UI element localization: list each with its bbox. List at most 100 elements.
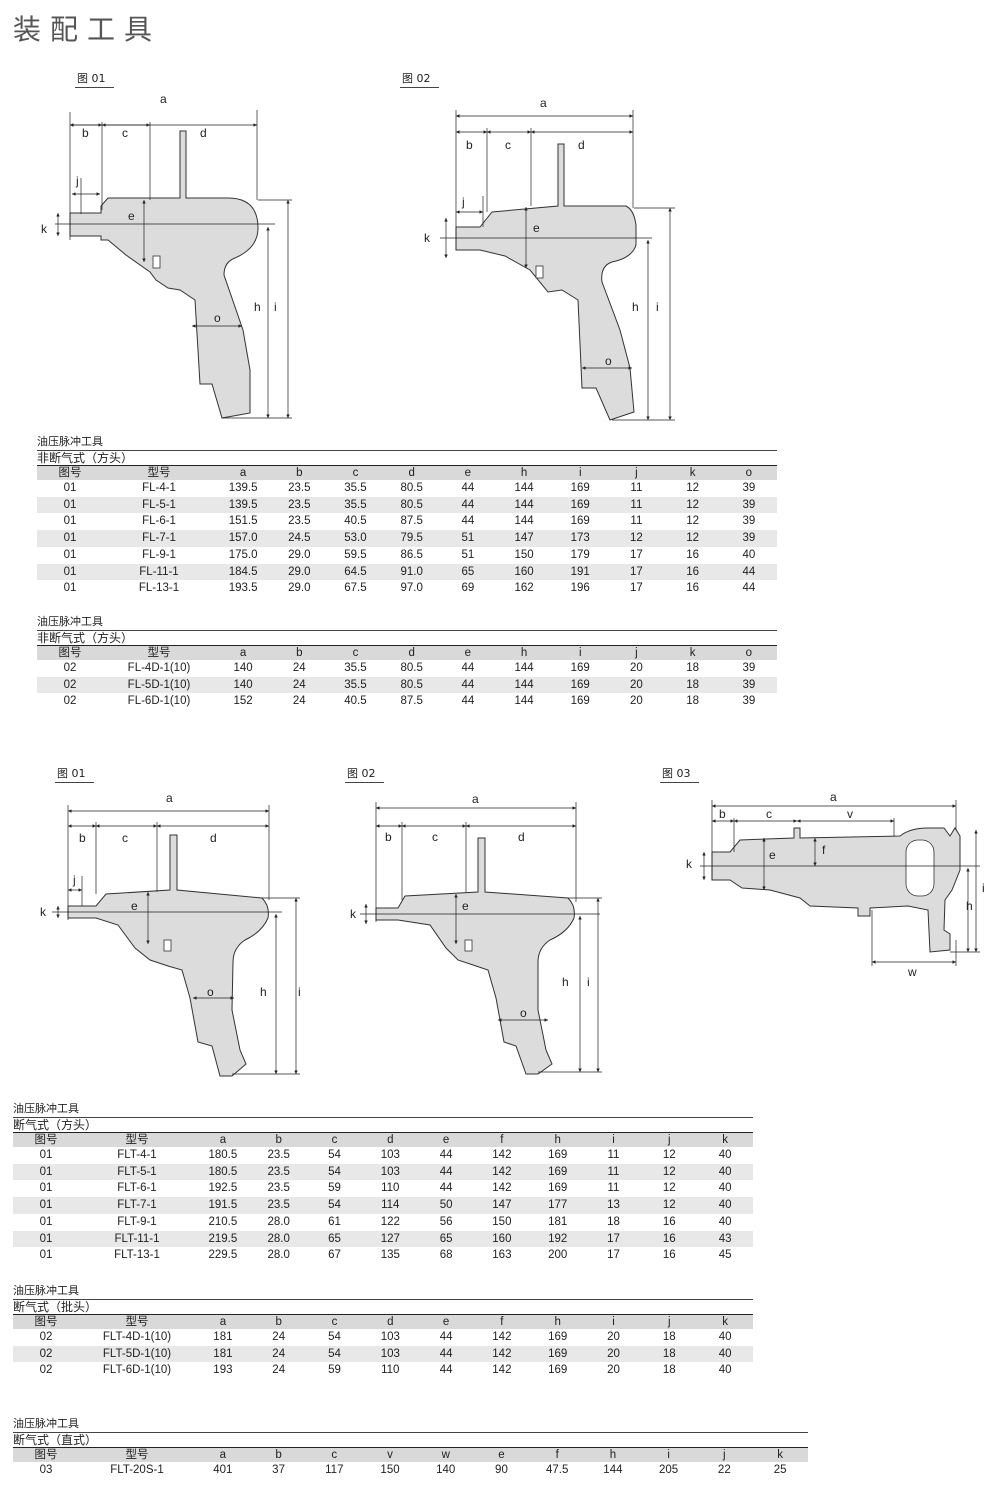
table-cell: 01 [63,548,77,561]
table-cell: 142 [473,1163,530,1181]
column-header: a [195,1132,251,1147]
column-header: 型号 [103,465,215,480]
svg-text:c: c [432,830,438,844]
figure-label: 图 01 [55,765,94,783]
table-cell: FLT-13-1 [114,1249,160,1262]
table-cell: 44 [418,1163,474,1181]
table-cell: 169 [548,1182,568,1195]
column-header: h [495,465,553,480]
column-header: d [383,645,440,660]
table-cell: 02 [13,1345,79,1363]
table-cell: 122 [380,1215,400,1228]
svg-text:c: c [122,126,128,140]
column-header: e [418,1314,474,1329]
table-cell: 20 [607,1364,620,1377]
table-cell: 18 [641,1345,698,1363]
spec-table-4: 油压脉冲工具 断气式（批头） 图号 型号 a b c d e f h i j k… [13,1282,753,1379]
table-category: 油压脉冲工具 [13,1284,79,1297]
table-cell: 142 [492,1182,512,1195]
table-cell: 110 [381,1182,400,1195]
table-cell: 142 [492,1331,512,1343]
table-cell: 43 [697,1230,753,1248]
table-cell: 20 [630,662,643,674]
table-cell: FLT-4D-1(10) [102,1331,172,1343]
table-cell: 12 [641,1197,698,1214]
table-cell: 40 [718,1182,732,1195]
table-cell: 18 [686,695,699,708]
table-cell: 02 [63,662,77,674]
svg-text:a: a [160,92,167,106]
table-cell: 29.0 [288,582,311,595]
table-cell: 18 [607,1215,620,1228]
column-header: k [752,1447,808,1462]
table-cell: 29.0 [288,548,311,561]
table-cell: FL-4D-1(10) [127,662,191,674]
table-cell: 44 [720,563,777,581]
table-cell: 54 [306,1163,363,1181]
table-cell: 179 [570,548,590,561]
column-header: o [720,465,777,480]
svg-text:i: i [656,300,659,314]
column-header: f [473,1314,530,1329]
svg-text:w: w [907,965,917,979]
table-cell: 24.5 [271,530,328,547]
table-cell: 196 [570,582,590,595]
table-cell: 12 [608,530,665,547]
table-cell: 139.5 [215,496,272,514]
table-cell: 61 [328,1215,341,1228]
column-header: j [641,1132,698,1147]
column-header: f [529,1447,586,1462]
table-cell: 01 [13,1197,79,1214]
table-category: 油压脉冲工具 [37,435,103,448]
table-cell: FLT-6-1 [117,1182,157,1195]
column-header: d [362,1314,419,1329]
column-header: i [585,1132,642,1147]
table-cell: 87.5 [400,695,423,708]
table-cell: 40 [697,1345,753,1363]
table-cell: 54 [328,1331,341,1343]
svg-text:b: b [82,126,89,140]
table-cell: 39 [742,482,756,494]
column-header: e [439,465,496,480]
table-cell: 03 [39,1464,53,1476]
table-cell: 192 [529,1230,586,1248]
table-cell: 144 [603,1464,623,1476]
column-header: k [664,645,721,660]
table-cell: 01 [63,582,77,595]
table-cell: 147 [495,530,553,547]
table-cell: 11 [630,515,643,528]
svg-text:e: e [462,899,469,913]
table-cell: 67 [328,1249,341,1262]
table-cell: 150 [492,1215,512,1228]
table-cell: 169 [552,676,609,694]
table-cell: 44 [439,1331,453,1343]
table-cell: 40.5 [344,695,367,708]
table-cell: 23.5 [271,496,328,514]
table-cell: 12 [686,515,699,528]
column-header: d [362,1132,419,1147]
table-cell: 11 [607,1182,620,1195]
svg-text:c: c [505,138,511,152]
table-cell: 20 [607,1331,620,1343]
table-cell: 144 [514,482,534,494]
table-cell: 68 [439,1249,453,1262]
svg-text:e: e [131,899,138,913]
table-cell: 47.5 [545,1464,569,1476]
table-cell: 169 [552,496,609,514]
svg-text:j: j [461,195,465,209]
column-header: 型号 [79,1447,195,1462]
table-cell: 210.5 [208,1215,238,1228]
column-header: h [529,1132,586,1147]
table-cell: 01 [37,496,103,514]
table-cell: 44 [439,1182,453,1195]
svg-text:b: b [79,831,86,845]
table-cell: FL-6-1 [142,515,176,528]
table-cell: 24 [272,1331,286,1343]
table-cell: 35.5 [344,662,367,674]
table-cell: 20 [585,1345,642,1363]
